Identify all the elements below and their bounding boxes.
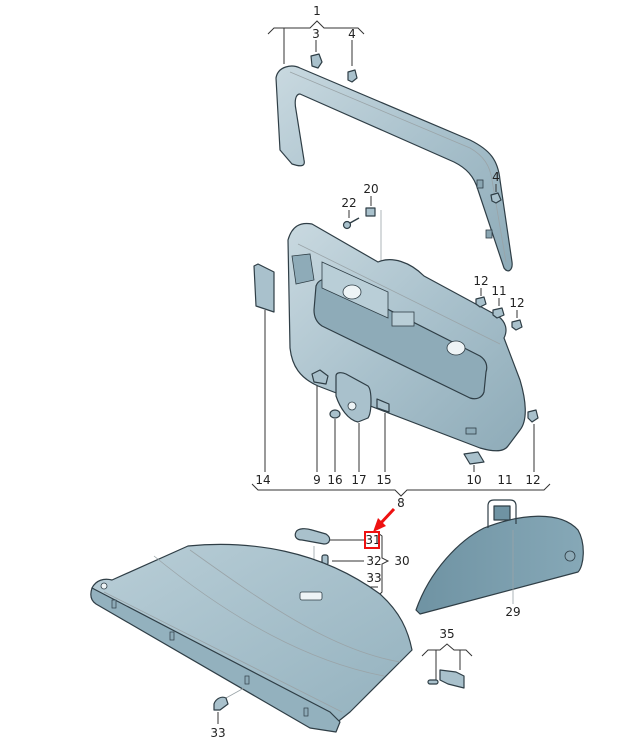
bracket-part-33-bottom	[213, 687, 245, 724]
storage-bag-part-29	[415, 499, 584, 615]
window-frame-trim-part-1	[275, 65, 513, 272]
clip-part-4-right	[490, 184, 502, 204]
callout-label-32: 32	[366, 554, 382, 568]
callout-label-17: 17	[351, 473, 367, 487]
callout-label-12: 12	[525, 473, 541, 487]
callout-label-3: 3	[312, 27, 320, 41]
cover-part-15	[376, 398, 390, 472]
clip-part-10	[463, 451, 485, 472]
callout-label-16: 16	[327, 473, 343, 487]
mounting-kit-part-35	[421, 643, 473, 689]
callout-label-33: 33	[210, 726, 226, 740]
callout-label-12: 12	[509, 296, 525, 310]
callout-label-15: 15	[376, 473, 392, 487]
cover-cap-part-14	[253, 263, 275, 472]
clip-part-3	[310, 53, 323, 69]
clip-part-12-c	[527, 409, 539, 472]
callout-label-4: 4	[492, 170, 500, 184]
clip-part-9	[311, 369, 329, 472]
callout-label-10: 10	[466, 473, 482, 487]
clip-part-12-a	[475, 288, 487, 308]
grab-handle-trim-part-17	[335, 372, 372, 472]
tailgate-trim-panel-part-8	[287, 222, 526, 452]
callout-label-14: 14	[255, 473, 271, 487]
callout-label-22: 22	[341, 196, 357, 210]
group-bracket-1	[267, 20, 365, 66]
luggage-cover-part-33	[90, 543, 413, 733]
callout-label-33: 33	[366, 571, 382, 585]
clip-part-12-b	[511, 310, 523, 331]
callout-label-1: 1	[313, 4, 321, 18]
callout-label-30: 30	[394, 554, 410, 568]
callout-label-9: 9	[313, 473, 321, 487]
highlight-arrow	[373, 507, 396, 532]
group-bracket-8	[251, 483, 551, 497]
clip-part-4-top	[347, 69, 358, 83]
callout-label-20: 20	[363, 182, 379, 196]
callout-label-8: 8	[397, 496, 405, 510]
callout-label-35: 35	[439, 627, 455, 641]
callout-label-4: 4	[348, 27, 356, 41]
screw-part-22	[342, 210, 360, 230]
clip-part-11-a	[492, 298, 505, 319]
callout-label-11: 11	[491, 284, 507, 298]
callout-label-29: 29	[505, 605, 521, 619]
callout-label-11: 11	[497, 473, 513, 487]
callout-label-31: 31	[365, 533, 381, 547]
callout-label-12: 12	[473, 274, 489, 288]
screw-part-32	[321, 554, 364, 566]
cap-part-16	[329, 409, 341, 472]
highlight-box-part-31	[364, 531, 380, 549]
